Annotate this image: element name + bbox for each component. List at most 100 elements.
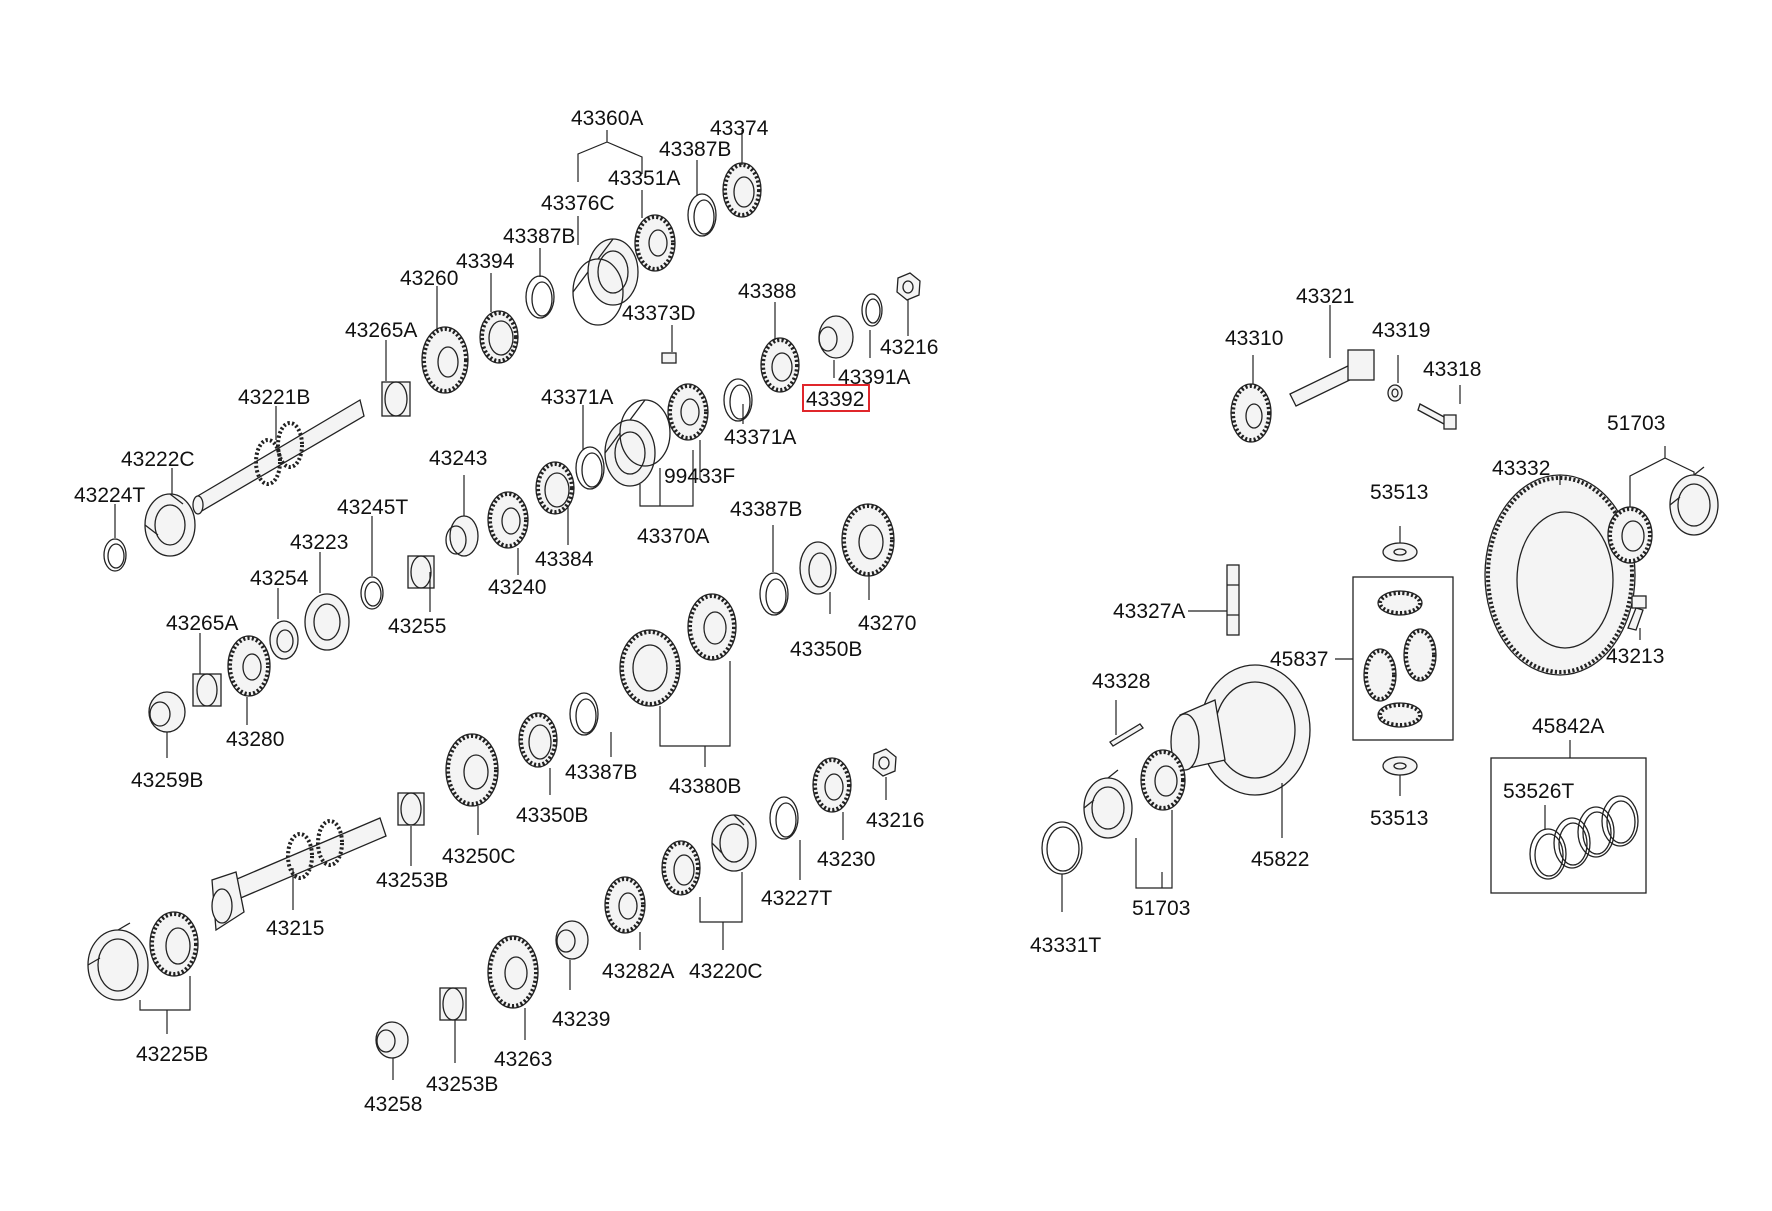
label-43265A[interactable]: 43265A [345, 319, 417, 342]
label-43327A[interactable]: 43327A [1113, 600, 1185, 623]
label-43259B[interactable]: 43259B [131, 769, 203, 792]
label-43371A[interactable]: 43371A [541, 386, 613, 409]
label-43253B[interactable]: 43253B [426, 1073, 498, 1096]
part-43328-pin [1109, 723, 1144, 747]
label-43216[interactable]: 43216 [880, 336, 938, 359]
label-43392[interactable]: 43392 [806, 388, 864, 411]
part-43230-gear [812, 757, 852, 813]
label-43240[interactable]: 43240 [488, 576, 546, 599]
label-43370A[interactable]: 43370A [637, 525, 709, 548]
label-43215[interactable]: 43215 [266, 917, 324, 940]
part-43255-bearing [407, 555, 435, 589]
label-43384[interactable]: 43384 [535, 548, 594, 571]
label-43328[interactable]: 43328 [1092, 670, 1150, 693]
label-43263[interactable]: 43263 [494, 1048, 552, 1071]
label-43373D[interactable]: 43373D [622, 302, 696, 325]
label-51703[interactable]: 51703 [1607, 412, 1665, 435]
label-43318[interactable]: 43318 [1423, 358, 1481, 381]
part-43380B-gear [687, 593, 737, 661]
part-43259B-collar [148, 691, 186, 733]
label-43282A[interactable]: 43282A [602, 960, 674, 983]
label-43213[interactable]: 43213 [1606, 645, 1664, 668]
part-43265A-bearing-1 [381, 381, 411, 417]
part-43260-gear [421, 326, 469, 394]
part-43280-gear [227, 635, 271, 697]
label-43230[interactable]: 43230 [817, 848, 875, 871]
label-43216[interactable]: 43216 [866, 809, 924, 832]
part-43321-shaft [1289, 349, 1375, 407]
part-43376C-sleeve [572, 238, 639, 326]
part-43223-bearing [304, 593, 350, 651]
part-43373D-key [661, 352, 677, 364]
label-43258[interactable]: 43258 [364, 1093, 422, 1116]
part-99433F-gear [667, 383, 709, 441]
part-43371A-ring-1 [723, 378, 753, 422]
part-51703-cone-2 [1140, 749, 1186, 811]
label-53513[interactable]: 53513 [1370, 807, 1428, 830]
label-43388[interactable]: 43388 [738, 280, 796, 303]
label-43253B[interactable]: 43253B [376, 869, 448, 892]
label-43319[interactable]: 43319 [1372, 319, 1430, 342]
label-43391A[interactable]: 43391A [838, 366, 910, 389]
part-43387B-ring-1 [687, 193, 717, 237]
part-43282A-gear [604, 876, 646, 934]
part-43265A-bearing-2 [192, 673, 222, 707]
label-43260[interactable]: 43260 [400, 267, 458, 290]
label-43223[interactable]: 43223 [290, 531, 348, 554]
label-43245T[interactable]: 43245T [337, 496, 408, 519]
part-43374-gear [722, 162, 762, 218]
label-43224T[interactable]: 43224T [74, 484, 145, 507]
label-43360A[interactable]: 43360A [571, 107, 643, 130]
label-43227T[interactable]: 43227T [761, 887, 832, 910]
label-45842A[interactable]: 45842A [1532, 715, 1604, 738]
part-43370A-sleeve [604, 399, 671, 487]
part-45837-pinion-set [1352, 576, 1454, 741]
label-43331T[interactable]: 43331T [1030, 934, 1101, 957]
label-51703[interactable]: 51703 [1132, 897, 1190, 920]
part-43245T-snap-ring [360, 576, 384, 610]
label-99433F[interactable]: 99433F [664, 465, 735, 488]
label-45837[interactable]: 45837 [1270, 648, 1328, 671]
label-43220C[interactable]: 43220C [689, 960, 763, 983]
label-43380B[interactable]: 43380B [669, 775, 741, 798]
part-43327A-pin [1226, 564, 1240, 636]
label-43222C[interactable]: 43222C [121, 448, 195, 471]
label-43394[interactable]: 43394 [456, 250, 515, 273]
label-43374[interactable]: 43374 [710, 117, 769, 140]
part-43215-shaft [211, 817, 387, 932]
part-43394-synchro-ring [479, 310, 519, 364]
label-43376C[interactable]: 43376C [541, 192, 615, 215]
label-43321[interactable]: 43321 [1296, 285, 1354, 308]
label-53526T[interactable]: 53526T [1503, 780, 1574, 803]
label-43387B[interactable]: 43387B [565, 761, 637, 784]
label-43255[interactable]: 43255 [388, 615, 446, 638]
label-43270[interactable]: 43270 [858, 612, 916, 635]
label-43265A[interactable]: 43265A [166, 612, 238, 635]
part-43318-bolt [1417, 403, 1457, 430]
label-43350B[interactable]: 43350B [790, 638, 862, 661]
label-45822[interactable]: 45822 [1251, 848, 1309, 871]
label-43254[interactable]: 43254 [250, 567, 309, 590]
label-43225B[interactable]: 43225B [136, 1043, 208, 1066]
label-43221B[interactable]: 43221B [238, 386, 310, 409]
label-43350B[interactable]: 43350B [516, 804, 588, 827]
label-43351A[interactable]: 43351A [608, 167, 680, 190]
part-51703-race-1 [1669, 466, 1719, 536]
part-43387B-ring-3 [759, 572, 789, 616]
label-43387B[interactable]: 43387B [659, 138, 731, 161]
label-43310[interactable]: 43310 [1225, 327, 1283, 350]
label-43387B[interactable]: 43387B [503, 225, 575, 248]
label-43250C[interactable]: 43250C [442, 845, 516, 868]
label-43332[interactable]: 43332 [1492, 457, 1550, 480]
label-43387B[interactable]: 43387B [730, 498, 802, 521]
part-43388-gear [760, 337, 800, 393]
label-43243[interactable]: 43243 [429, 447, 487, 470]
part-43310-gear [1230, 383, 1272, 443]
part-43254-spacer [269, 620, 299, 660]
label-53513[interactable]: 53513 [1370, 481, 1428, 504]
label-43280[interactable]: 43280 [226, 728, 284, 751]
highlight-box-43392 [802, 384, 870, 412]
label-43371A[interactable]: 43371A [724, 426, 796, 449]
label-43239[interactable]: 43239 [552, 1008, 610, 1031]
part-43387B-ring-4 [569, 692, 599, 736]
